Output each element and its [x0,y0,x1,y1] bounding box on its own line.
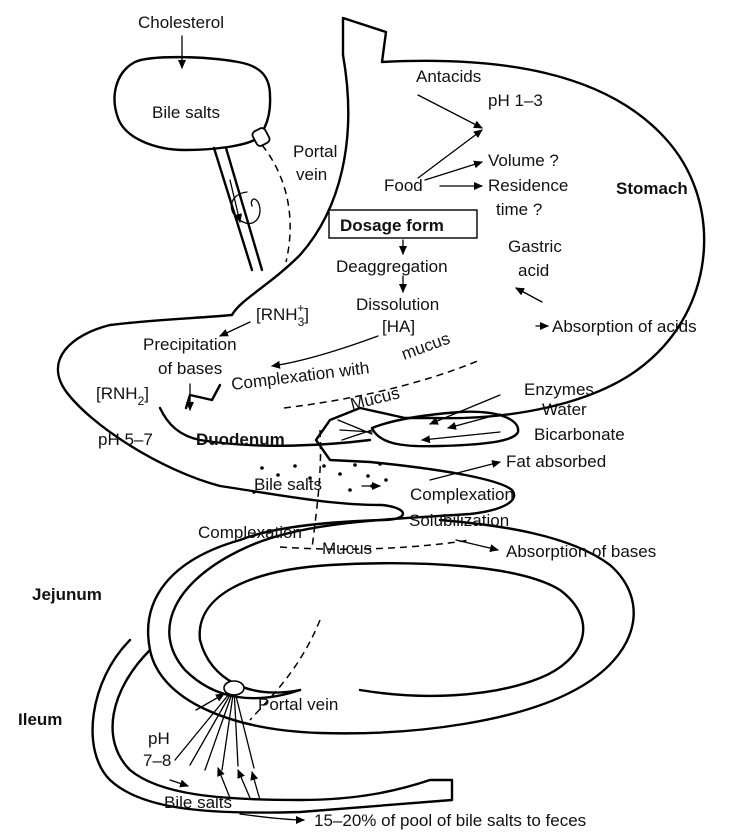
label-precip-2: of bases [158,359,222,378]
label-duodenum: Duodenum [196,430,285,449]
ileum-loop [93,640,452,813]
label-gastric-2: acid [518,261,549,280]
label-portal-vein-top-2: vein [296,165,327,184]
label-solubilization: Solubilization [409,511,509,530]
label-jejunum: Jejunum [32,585,102,604]
label-complexation-1: Complexation [410,485,514,504]
label-bile-salts-liver: Bile salts [152,103,220,122]
label-complexation-2: Complexation [198,523,302,542]
label-rnh3: [RNH3+] [256,301,309,329]
label-stomach: Stomach [616,179,688,198]
label-mucus-intestine: Mucus [322,539,372,558]
stomach-outline [169,18,704,698]
label-bile-salts-duodenum: Bile salts [254,475,322,494]
stomach-inner-curve [58,55,403,540]
pancreatic-duct [338,420,372,440]
mucus-intestine-line [280,540,470,549]
portal-vein-valve [251,127,271,148]
label-ph-stomach: pH 1–3 [488,91,543,110]
label-complexation-mucus: Complexation with [230,358,370,394]
label-absorption-acids: Absorption of acids [552,317,697,336]
label-ph-duodenum: pH 5–7 [98,430,153,449]
label-dissolution: Dissolution [356,295,439,314]
label-portal-vein-top-1: Portal [293,142,337,161]
label-dosage-form: Dosage form [340,216,444,235]
label-portal-vein-bottom: Portal vein [258,695,338,714]
label-deaggregation: Deaggregation [336,257,448,276]
label-ileum: Ileum [18,710,62,729]
label-volume: Volume ? [488,151,559,170]
label-residence-1: Residence [488,176,568,195]
pylorus [186,385,220,408]
label-absorption-bases: Absorption of bases [506,542,656,561]
label-ph-ileum-2: 7–8 [143,751,171,770]
jejunum-loop-inner [200,563,584,696]
label-residence-2: time ? [496,200,542,219]
label-rnh2: [RNH2] [96,384,149,408]
portal-node [224,681,244,695]
label-ha: [HA] [382,317,415,336]
label-fat-absorbed: Fat absorbed [506,452,606,471]
label-mucus-stomach: Mucus [348,383,401,414]
bile-duct [214,148,262,270]
label-food: Food [384,176,423,195]
label-feces: 15–20% of pool of bile salts to feces [314,811,586,830]
label-bile-salts-ileum: Bile salts [164,793,232,812]
label-water: Water [542,400,587,419]
label-precip-1: Precipitation [143,335,237,354]
label-enzymes: Enzymes [524,380,594,399]
portal-vein-upper [262,145,290,262]
label-ph-ileum-1: pH [148,729,170,748]
label-antacids: Antacids [416,67,481,86]
label-gastric-1: Gastric [508,237,562,256]
label-bicarbonate: Bicarbonate [534,425,625,444]
label-cholesterol: Cholesterol [138,13,224,32]
